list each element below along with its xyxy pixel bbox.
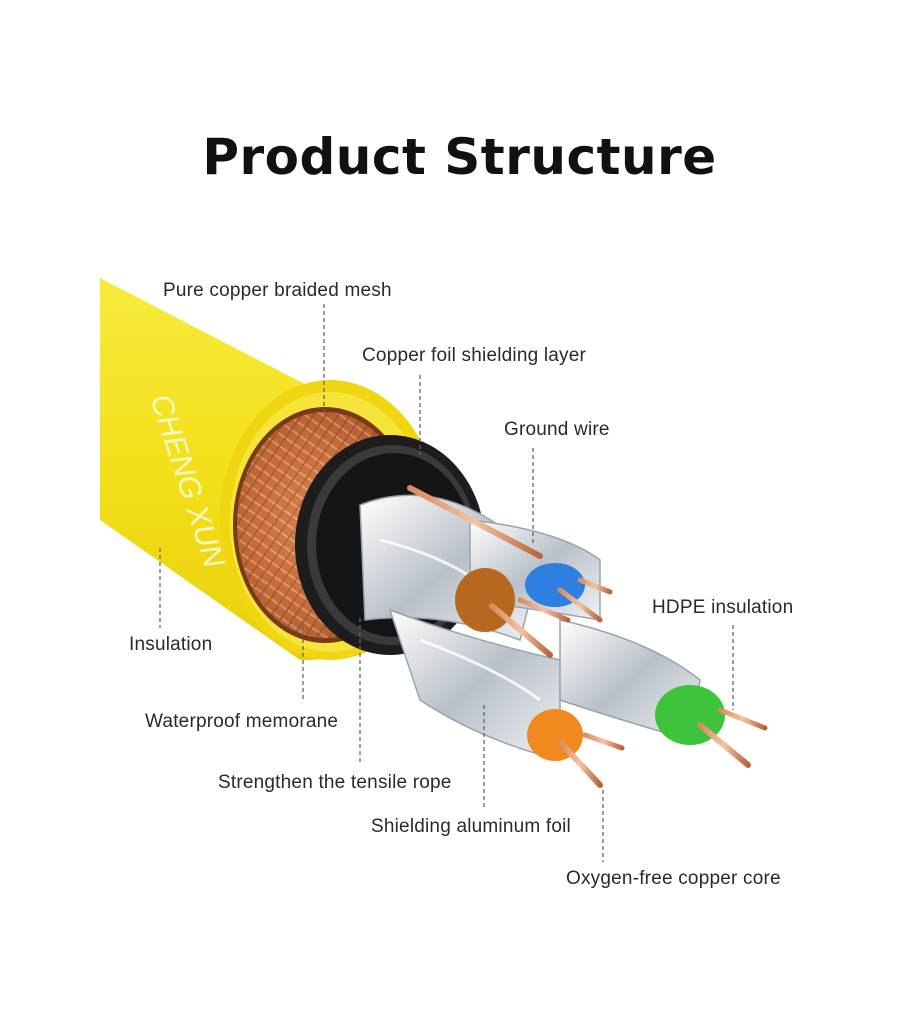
ground-wire bbox=[407, 485, 543, 559]
label-pure-copper-braided-mesh: Pure copper braided mesh bbox=[163, 280, 392, 301]
blue-pair bbox=[525, 563, 613, 623]
green-pair bbox=[655, 685, 768, 768]
leader-lines bbox=[159, 304, 734, 862]
label-copper-foil-shielding-layer: Copper foil shielding layer bbox=[362, 345, 587, 366]
shielded-pairs bbox=[359, 494, 701, 761]
label-insulation: Insulation bbox=[129, 634, 213, 655]
label-ground-wire: Ground wire bbox=[504, 419, 610, 440]
orange-pair bbox=[527, 709, 625, 788]
label-oxygen-free-copper-core: Oxygen-free copper core bbox=[566, 868, 781, 889]
label-strengthen-tensile-rope: Strengthen the tensile rope bbox=[218, 772, 452, 793]
label-waterproof-membrane: Waterproof memorane bbox=[145, 711, 339, 732]
label-hdpe-insulation: HDPE insulation bbox=[652, 597, 794, 618]
page-title: Product Structure bbox=[202, 128, 717, 186]
label-shielding-aluminum-foil: Shielding aluminum foil bbox=[371, 816, 571, 837]
brown-pair bbox=[455, 568, 571, 658]
